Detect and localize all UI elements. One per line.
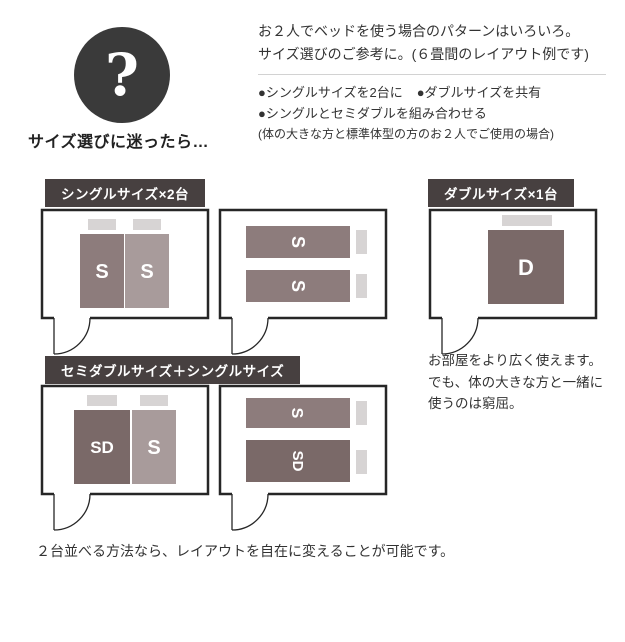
- room-walls: [40, 208, 210, 320]
- usage-note: (体の大きな方と標準体型の方のお２人でご使用の場合): [258, 126, 554, 141]
- bullet-row-2: ●シングルとセミダブルを組み合わせる: [258, 104, 606, 125]
- bed-label: S: [95, 261, 108, 283]
- double-note-line-3: 使うのは窮屈。: [428, 396, 523, 412]
- divider: [258, 74, 606, 76]
- bed-label: S: [140, 261, 153, 283]
- pillow: [356, 401, 367, 425]
- bed-single: [125, 234, 169, 308]
- intro-line-2: サイズ選びのご参考に。(６畳間のレイアウト例です): [258, 45, 589, 62]
- bed-label: SD: [90, 438, 114, 457]
- bullet-item-1: ●シングルサイズを2台に: [258, 85, 403, 101]
- bed-semi-double: [246, 440, 350, 482]
- bullet-item-3: ●シングルとセミダブルを組み合わせる: [258, 106, 487, 122]
- double-note-line-1: お部屋をより広く使えます。: [428, 353, 602, 368]
- bed-double: [488, 230, 564, 304]
- door-swing-icon: [441, 317, 479, 355]
- question-icon: ?: [74, 27, 170, 123]
- room-diagram-semidouble-single-horizontal: S SD: [218, 384, 388, 531]
- badge-semidouble-single: セミダブルサイズ＋シングルサイズ: [45, 356, 301, 384]
- pillow: [356, 450, 367, 474]
- question-mark: ?: [105, 41, 139, 109]
- room-diagram-semidouble-single-vertical: SD S: [40, 384, 210, 531]
- pillow: [87, 395, 117, 406]
- bed-single: [246, 270, 350, 302]
- pillow: [356, 230, 367, 254]
- double-room-note: お部屋をより広く使えます。 でも、体の大きな方と一緒に 使うのは窮屈。: [428, 350, 603, 415]
- bed-label: SD: [289, 451, 306, 472]
- bed-label: S: [288, 280, 308, 292]
- pillow: [502, 215, 552, 226]
- bed-label: D: [518, 255, 534, 280]
- bed-label: S: [147, 437, 160, 459]
- bed-single: [80, 234, 124, 308]
- bed-single: [132, 410, 176, 484]
- bed-semi-double: [74, 410, 130, 484]
- room-walls: [218, 208, 388, 320]
- badge-double-x1: ダブルサイズ×1台: [428, 179, 574, 207]
- pillow: [133, 219, 161, 230]
- footer-caption: ２台並べる方法なら、レイアウトを自在に変えることが可能です。: [36, 543, 455, 559]
- pillow: [356, 274, 367, 298]
- room-diagram-double: D: [428, 208, 598, 355]
- pillow: [88, 219, 116, 230]
- bullet-item-2: ●ダブルサイズを共有: [416, 85, 542, 101]
- door-swing-icon: [231, 317, 269, 355]
- pillow: [140, 395, 168, 406]
- double-note-line-2: でも、体の大きな方と一緒に: [428, 374, 604, 390]
- intro-block: お２人でベッドを使う場合のパターンはいろいろ。 サイズ選びのご参考に。(６畳間の…: [258, 20, 606, 144]
- bed-label: S: [288, 408, 305, 419]
- intro-heading: サイズ選びに迷ったら…: [28, 134, 210, 151]
- badge-single-x2: シングルサイズ×2台: [45, 179, 205, 207]
- bullet-row-1: ●シングルサイズを2台に ●ダブルサイズを共有: [258, 83, 606, 104]
- room-diagram-two-singles-vertical: S S: [40, 208, 210, 355]
- room-walls: [428, 208, 598, 320]
- bed-single: [246, 226, 350, 258]
- room-walls: [218, 384, 388, 496]
- door-swing-icon: [53, 317, 91, 355]
- door-swing-icon: [53, 493, 91, 531]
- intro-line-1: お２人でベッドを使う場合のパターンはいろいろ。: [258, 23, 580, 39]
- door-swing-icon: [231, 493, 269, 531]
- bed-single: [246, 398, 350, 428]
- bed-label: S: [288, 236, 308, 248]
- room-walls: [40, 384, 210, 496]
- room-diagram-two-singles-horizontal: S S: [218, 208, 388, 355]
